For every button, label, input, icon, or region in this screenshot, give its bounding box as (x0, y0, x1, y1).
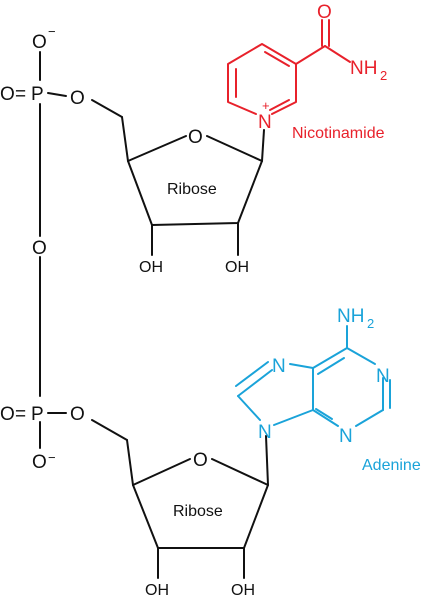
bond-o-c5-top (91, 99, 123, 118)
bond-c2-n3 (355, 409, 384, 427)
atom-ring-o-bottom: O (193, 450, 208, 471)
pyridine-inner-bond-3 (269, 99, 290, 111)
atom-oh-left-top: OH (139, 259, 163, 276)
atom-o-bridge-bottom: O (70, 404, 85, 425)
adenine-label: Adenine (362, 457, 421, 474)
ribose-label-top: Ribose (167, 181, 217, 198)
bond-c6-n1 (346, 347, 376, 365)
double-bond-sign-bottom: = (15, 404, 26, 425)
atom-amide-nh: NH (350, 58, 377, 79)
bond-c4-o-top (127, 135, 187, 162)
bond-c1-adenine (265, 435, 269, 486)
bond-c5-n7 (289, 363, 314, 369)
charge-minus-top: − (48, 24, 56, 39)
bond-c8-n9 (237, 395, 261, 421)
bond-c4-o-bottom (132, 458, 191, 486)
bond-c1-nicotinamide (261, 129, 265, 162)
ribose-top: O Ribose OH OH (139, 127, 249, 276)
atom-carbonyl-o: O (317, 2, 332, 23)
backbone-bonds (39, 51, 269, 579)
pyridine-ring (227, 43, 297, 115)
atom-o-double-top: O (0, 84, 15, 105)
atom-o-bridge-top: O (70, 88, 85, 109)
bond-c-nh2 (324, 45, 351, 63)
atom-amine-sub: 2 (367, 316, 374, 331)
double-bond-sign-top: = (15, 84, 26, 105)
bond-c5-c4-bottom (126, 439, 134, 486)
atom-p-top: P (31, 84, 44, 105)
atom-n1: N (376, 366, 390, 387)
bond-n3-c4-double (315, 408, 333, 420)
charge-plus: + (262, 98, 270, 113)
bond-n9-c4 (273, 409, 314, 426)
charge-minus-bottom: − (48, 450, 56, 465)
bond-c5-c4-top (121, 116, 129, 162)
atom-oh-left-bottom: OH (145, 582, 169, 599)
bond-n3-c4 (312, 409, 339, 427)
bond-ring-carbonyl-c (295, 45, 326, 65)
bond-n7-c8-double (235, 361, 269, 387)
atom-o-minus-bottom: O (32, 452, 47, 473)
atom-oh-right-bottom: OH (231, 582, 255, 599)
pyridine-inner-bond-2 (264, 51, 290, 67)
atom-amine-nh: NH (337, 306, 364, 327)
bond-o-c5-bottom (91, 419, 128, 441)
atom-o-link: O (32, 238, 47, 259)
nicotinamide-group: O NH 2 N + Nicotinamide (227, 2, 387, 142)
atom-oh-right-top: OH (225, 259, 249, 276)
atom-n7: N (272, 356, 286, 377)
atom-amide-sub: 2 (380, 68, 387, 83)
atom-n3: N (339, 426, 353, 447)
atom-n9: N (258, 422, 272, 443)
ribose-label-bottom: Ribose (173, 503, 223, 520)
ribose-bottom: O Ribose OH OH (145, 450, 255, 599)
bond-p1-o-bridge (47, 92, 67, 97)
adenine-group: NH 2 N N N N Adenine (235, 306, 421, 474)
atom-o-minus-top: O (32, 32, 47, 53)
atom-o-double-bottom: O (0, 404, 15, 425)
atom-ring-n-plus: N (258, 112, 272, 133)
phosphate-bottom: O = P O O − (0, 404, 85, 473)
atom-ring-o-top: O (188, 127, 203, 148)
bond-c5-c6-double (317, 357, 345, 375)
nicotinamide-label: Nicotinamide (292, 125, 385, 142)
bond-n7-c8 (237, 369, 273, 397)
bond-c5-c6 (312, 347, 348, 369)
atom-p-bottom: P (31, 404, 44, 425)
bridge-oxygen: O (32, 238, 47, 259)
phosphate-top: O − O = P O (0, 24, 85, 109)
